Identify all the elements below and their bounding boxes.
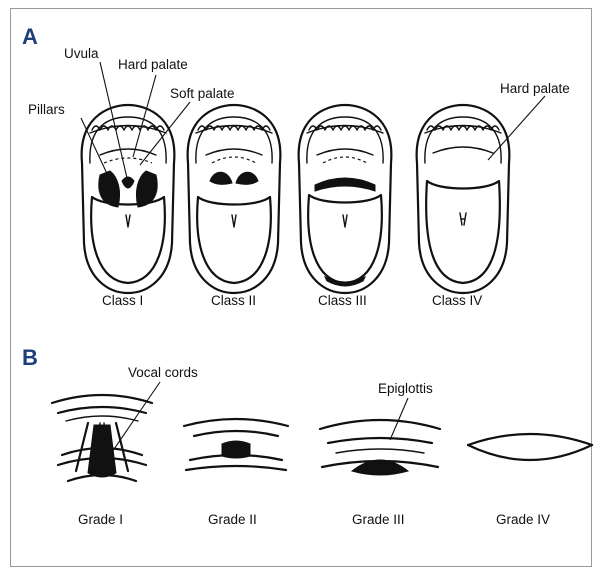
cormack-lehane-grade-3 xyxy=(320,420,440,475)
leader-hard-palate-class-4 xyxy=(488,96,545,160)
caption-class-1: Class I xyxy=(102,293,143,308)
caption-class-4: Class IV xyxy=(432,293,482,308)
panel-b-letter: B xyxy=(22,345,38,370)
mallampati-class-4 xyxy=(417,105,510,293)
caption-class-2: Class II xyxy=(211,293,256,308)
cormack-lehane-grade-4 xyxy=(468,434,592,460)
leader-vocal-cords xyxy=(110,382,160,455)
label-epiglottis: Epiglottis xyxy=(378,381,433,396)
caption-grade-4: Grade IV xyxy=(496,512,550,527)
label-pillars: Pillars xyxy=(28,102,65,117)
mallampati-class-2 xyxy=(188,105,281,293)
leader-soft-palate xyxy=(140,102,190,165)
caption-grade-3: Grade III xyxy=(352,512,405,527)
label-soft-palate: Soft palate xyxy=(170,86,235,101)
mallampati-class-3 xyxy=(299,105,392,293)
label-hard-palate-class-4: Hard palate xyxy=(500,81,570,96)
caption-grade-1: Grade I xyxy=(78,512,123,527)
leader-epiglottis xyxy=(390,398,408,440)
label-vocal-cords: Vocal cords xyxy=(128,365,198,380)
cormack-lehane-grade-1 xyxy=(52,395,152,481)
caption-class-3: Class III xyxy=(318,293,367,308)
leader-uvula xyxy=(100,62,127,178)
cormack-lehane-grade-2 xyxy=(184,419,288,470)
leader-hard-palate xyxy=(133,75,156,157)
mallampati-class-1 xyxy=(82,105,175,293)
panel-a-letter: A xyxy=(22,24,38,49)
label-uvula: Uvula xyxy=(64,46,99,61)
caption-grade-2: Grade II xyxy=(208,512,257,527)
label-hard-palate: Hard palate xyxy=(118,57,188,72)
